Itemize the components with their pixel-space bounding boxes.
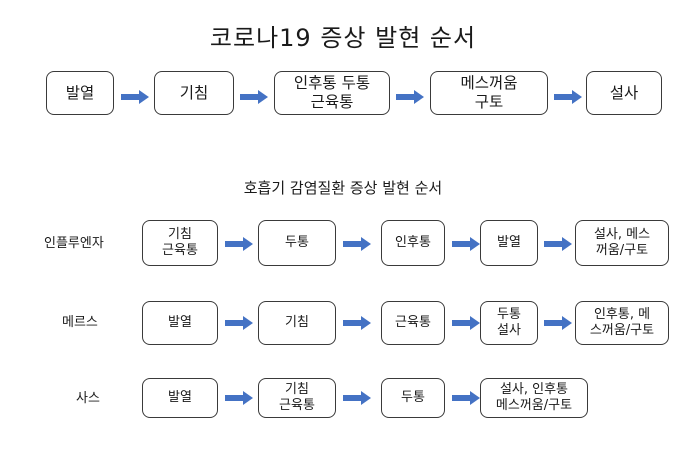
diagram-subtitle: 호흡기 감염질환 증상 발현 순서 xyxy=(243,179,443,197)
mers-step-2: 기침 xyxy=(258,301,336,345)
influenza-step-3: 인후통 xyxy=(381,220,445,266)
arrow-right-icon xyxy=(343,316,371,330)
sars-step-3: 두통 xyxy=(381,378,445,418)
influenza-step-1: 기침 근육통 xyxy=(142,220,218,266)
arrow-right-icon xyxy=(544,316,572,330)
arrow-right-icon xyxy=(240,90,268,104)
sars-step-4: 설사, 인후통 메스꺼움/구토 xyxy=(480,378,588,418)
covid-step-4: 메스꺼움 구토 xyxy=(430,71,548,115)
arrow-right-icon xyxy=(343,391,371,405)
arrow-right-icon xyxy=(452,316,480,330)
influenza-step-4: 발열 xyxy=(480,220,538,266)
arrow-right-icon xyxy=(121,90,149,104)
arrow-right-icon xyxy=(452,391,480,405)
row-label-influenza: 인플루엔자 xyxy=(44,236,104,251)
influenza-step-5: 설사, 메스 꺼움/구토 xyxy=(575,220,669,266)
covid-step-3: 인후통 두통 근육통 xyxy=(274,71,390,115)
arrow-right-icon xyxy=(554,90,582,104)
arrow-right-icon xyxy=(396,90,424,104)
arrow-right-icon xyxy=(343,237,371,251)
arrow-right-icon xyxy=(452,237,480,251)
covid-step-5: 설사 xyxy=(586,71,662,115)
covid-step-1: 발열 xyxy=(46,71,114,115)
sars-step-2: 기침 근육통 xyxy=(258,378,336,418)
influenza-step-2: 두통 xyxy=(258,220,336,266)
mers-step-4: 두통 설사 xyxy=(480,301,538,345)
arrow-right-icon xyxy=(225,316,253,330)
row-label-mers: 메르스 xyxy=(62,315,98,330)
diagram-title: 코로나19 증상 발현 순서 xyxy=(209,24,477,52)
arrow-right-icon xyxy=(544,237,572,251)
mers-step-1: 발열 xyxy=(142,301,218,345)
arrow-right-icon xyxy=(225,391,253,405)
covid-step-2: 기침 xyxy=(154,71,234,115)
row-label-sars: 사스 xyxy=(76,391,100,406)
sars-step-1: 발열 xyxy=(142,378,218,418)
mers-step-5: 인후통, 메 스꺼움/구토 xyxy=(575,301,669,345)
mers-step-3: 근육통 xyxy=(381,301,445,345)
arrow-right-icon xyxy=(225,237,253,251)
